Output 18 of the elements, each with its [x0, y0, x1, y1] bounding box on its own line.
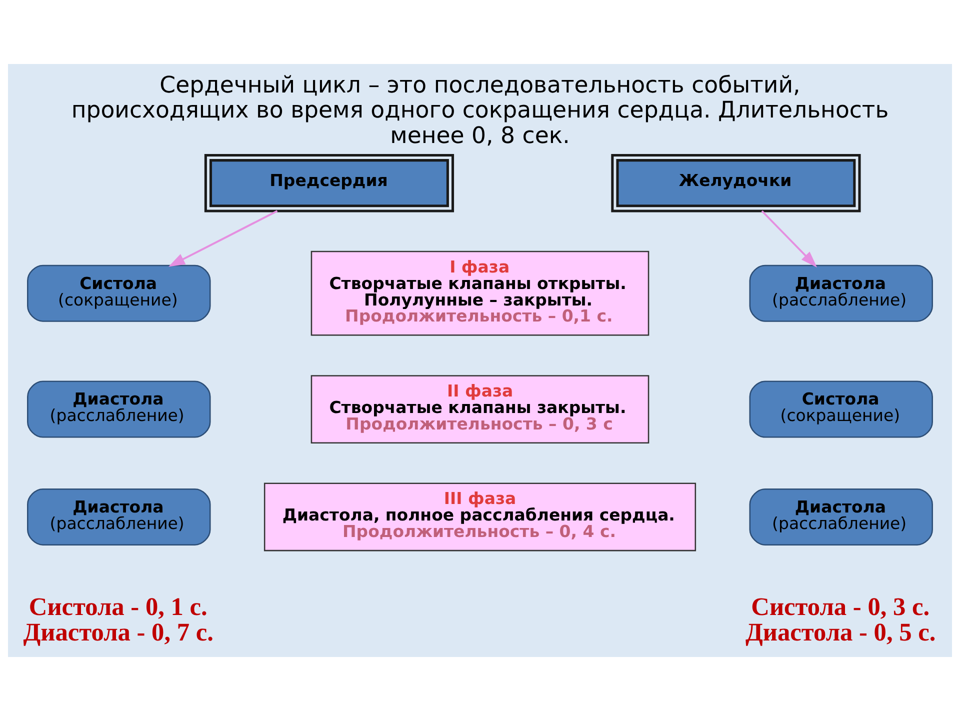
arrow [168, 210, 278, 266]
label: Систола - 0, 1 с. [28, 592, 208, 621]
label: Диастола - 0, 5 с. [745, 618, 936, 646]
node-box: Диастола (расслабление) [27, 380, 211, 438]
node-box: II фаза Створчатые клапаны закрыты. Продолжительность – 0, 3 с [310, 374, 650, 443]
node-box: Диастола (расслабление) [749, 264, 933, 322]
arrow [761, 210, 818, 267]
node-box: Предсердия [204, 153, 454, 212]
node-box: Диастола (расслабление) [27, 488, 211, 545]
node-box: Систола (сокращение) [749, 380, 933, 438]
node-box: I фаза Створчатые клапаны открыты. Полулунные – закрыты. Продолжительность – 0,1 с. [310, 250, 650, 336]
node-box: Желудочки [611, 153, 861, 212]
node-box: III фаза Диастола, полное расслабления сердца. Продолжительность – 0, 4 с. [264, 482, 696, 551]
node-box: Систола (сокращение) [27, 264, 211, 322]
label: Систола - 0, 3 с. [751, 592, 930, 621]
label: Диастола - 0, 7 с. [23, 618, 214, 646]
node-box: Диастола (расслабление) [749, 488, 933, 545]
diagram-title: Сердечный цикл – это последовательность событий, происходящих во время одного сокращения сердца. Длительность менее 0, 8 сек. [71, 72, 889, 149]
